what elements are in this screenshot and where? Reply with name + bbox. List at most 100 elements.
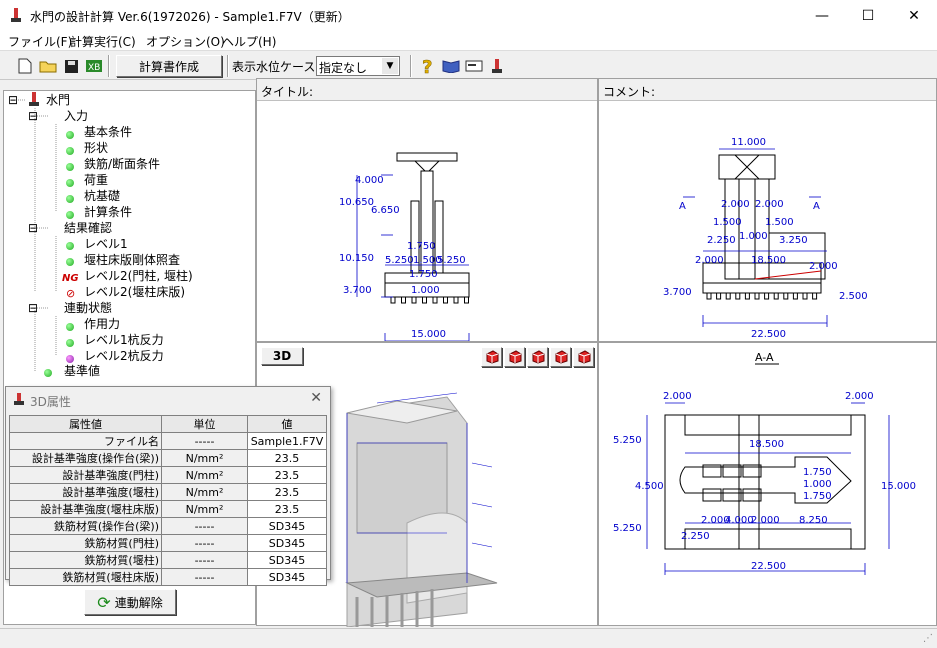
table-row: 鉄筋材質(堰柱床版) ----- SD345 <box>9 568 327 586</box>
tree-input-item[interactable]: 形状 <box>84 141 109 155</box>
expand-icon[interactable]: ⊟ <box>28 221 39 235</box>
tree-input[interactable]: 入力 <box>64 109 89 123</box>
tree-root[interactable]: 水門 <box>46 93 71 107</box>
view-left-icon[interactable] <box>550 347 571 367</box>
maximize-button[interactable]: ☐ <box>861 7 875 24</box>
prop-value[interactable]: 23.5 <box>247 483 327 501</box>
tree-result-item[interactable]: レベル1 <box>84 237 128 251</box>
dim-label: 2.000 <box>755 199 784 210</box>
app-icon <box>9 6 23 27</box>
dim-label: 1.750 <box>409 269 438 280</box>
prop-value[interactable]: 23.5 <box>247 500 327 518</box>
report-button[interactable]: 計算書作成 <box>116 55 222 77</box>
dim-label: 1.500 <box>413 255 442 266</box>
pile-head <box>802 292 808 300</box>
prop-value[interactable]: SD345 <box>247 568 327 586</box>
dim-label: 5.250 <box>437 255 466 266</box>
dim-label: 2.500 <box>839 291 868 302</box>
gate-icon[interactable] <box>486 55 508 77</box>
dim-label: 1.000 <box>411 285 440 296</box>
side-view-pane: コメント: 11.000 A A 2.000 2.000 1.500 1.50 <box>598 78 937 342</box>
tree-link-item[interactable]: レベル1杭反力 <box>84 333 164 347</box>
dim-label: 2.250 <box>707 235 736 246</box>
status-ok-icon <box>66 354 74 363</box>
book-icon[interactable] <box>440 55 462 77</box>
view3d-button[interactable]: 3D <box>261 347 303 365</box>
prop-unit: N/mm² <box>161 483 248 501</box>
side-elevation-drawing: 11.000 A A 2.000 2.000 1.500 1.500 2.250… <box>663 137 868 340</box>
resize-grip-icon[interactable]: ⋰ <box>923 633 933 644</box>
dim-label: 1.500 <box>765 217 794 228</box>
prop-value[interactable]: Sample1.F7V <box>247 432 327 450</box>
dim-label: 11.000 <box>731 137 766 148</box>
tree-input-item[interactable]: 荷重 <box>84 173 109 187</box>
pile-head <box>401 296 406 304</box>
prop-value[interactable]: SD345 <box>247 551 327 569</box>
expand-icon[interactable]: ⊟ <box>28 301 39 315</box>
tree-input-item[interactable]: 計算条件 <box>84 205 133 219</box>
menu-help[interactable]: ヘルプ(H) <box>222 35 277 49</box>
dim-label: 10.150 <box>339 253 374 264</box>
minimize-button[interactable]: — <box>815 7 829 24</box>
window-title: 水門の設計計算 Ver.6(1972026) - Sample1.F7V（更新） <box>30 10 350 24</box>
dim-label: 2.000 <box>695 255 724 266</box>
card-icon[interactable] <box>463 55 485 77</box>
close-icon[interactable]: ✕ <box>310 390 322 406</box>
dim-label: 8.250 <box>799 515 828 526</box>
tree-result-item[interactable]: 堰柱床版剛体照査 <box>84 253 181 267</box>
tree-result-item[interactable]: レベル2(堰柱床版) <box>84 285 185 299</box>
front-view-pane: タイトル: 4.000 10.650 6.650 1.750 10.150 5.… <box>256 78 598 345</box>
tree-link-item[interactable]: 作用力 <box>84 317 121 331</box>
tree-link-item[interactable]: レベル2杭反力 <box>84 349 164 363</box>
help-icon[interactable]: ? <box>417 55 439 77</box>
prop-value[interactable]: 23.5 <box>247 466 327 484</box>
close-button[interactable]: ✕ <box>908 7 920 24</box>
prop-unit: ----- <box>161 534 248 552</box>
menu-options[interactable]: オプション(O) <box>146 35 225 49</box>
open-folder-icon[interactable] <box>37 55 59 77</box>
status-ok-icon <box>66 338 74 347</box>
unlink-button[interactable]: ⟳ 連動解除 <box>84 589 176 615</box>
tree-ref[interactable]: 基準値 <box>64 364 101 378</box>
pile-head <box>411 296 417 304</box>
save-icon[interactable] <box>60 55 82 77</box>
expand-icon[interactable]: ⊟ <box>28 109 39 123</box>
view-top-icon[interactable] <box>527 347 548 367</box>
prop-name: 鉄筋材質(門柱) <box>9 534 162 552</box>
pile-head <box>754 292 760 300</box>
section-view-pane: A-A 2.000 2.000 5.250 18.500 4.500 1.750 <box>598 342 937 626</box>
table-row: ファイル名 ----- Sample1.F7V <box>9 432 327 450</box>
prop-value[interactable]: 23.5 <box>247 449 327 467</box>
prop-value[interactable]: SD345 <box>247 517 327 535</box>
status-ok-icon <box>44 368 52 377</box>
pile-head <box>422 296 427 304</box>
svg-text:?: ? <box>422 57 432 75</box>
table-row: 設計基準強度(操作台(梁)) N/mm² 23.5 <box>9 449 327 467</box>
menu-calc[interactable]: 計算実行(C) <box>70 35 136 49</box>
dim-label: 15.000 <box>881 481 916 492</box>
menu-file[interactable]: ファイル(F) <box>8 35 73 49</box>
dim-label: 6.650 <box>371 205 400 216</box>
tree-input-item[interactable]: 基本条件 <box>84 125 133 139</box>
view-front-icon[interactable] <box>481 347 502 367</box>
tree-input-item[interactable]: 鉄筋/断面条件 <box>84 157 161 171</box>
ng-badge: NG <box>62 273 79 284</box>
chevron-down-icon[interactable]: ▼ <box>382 58 398 74</box>
title-label: タイトル: <box>257 79 597 101</box>
tree-input-item[interactable]: 杭基礎 <box>84 189 121 203</box>
view-right-icon[interactable] <box>504 347 525 367</box>
tree-result[interactable]: 結果確認 <box>64 221 113 235</box>
new-file-icon[interactable] <box>14 55 36 77</box>
pile-head <box>812 292 818 300</box>
dim-label: 2.000 <box>809 261 838 272</box>
view-iso-icon[interactable] <box>573 347 594 367</box>
export-icon[interactable]: XB <box>83 55 105 77</box>
gate-icon <box>14 392 24 409</box>
tree-result-item[interactable]: レベル2(門柱, 堰柱) <box>84 269 193 283</box>
dim-label: 1.750 <box>407 241 436 252</box>
prop-value[interactable]: SD345 <box>247 534 327 552</box>
water-case-select[interactable]: 指定なし ▼ <box>316 56 400 76</box>
tree-link[interactable]: 連動状態 <box>64 301 113 315</box>
prop-unit: ----- <box>161 551 248 569</box>
